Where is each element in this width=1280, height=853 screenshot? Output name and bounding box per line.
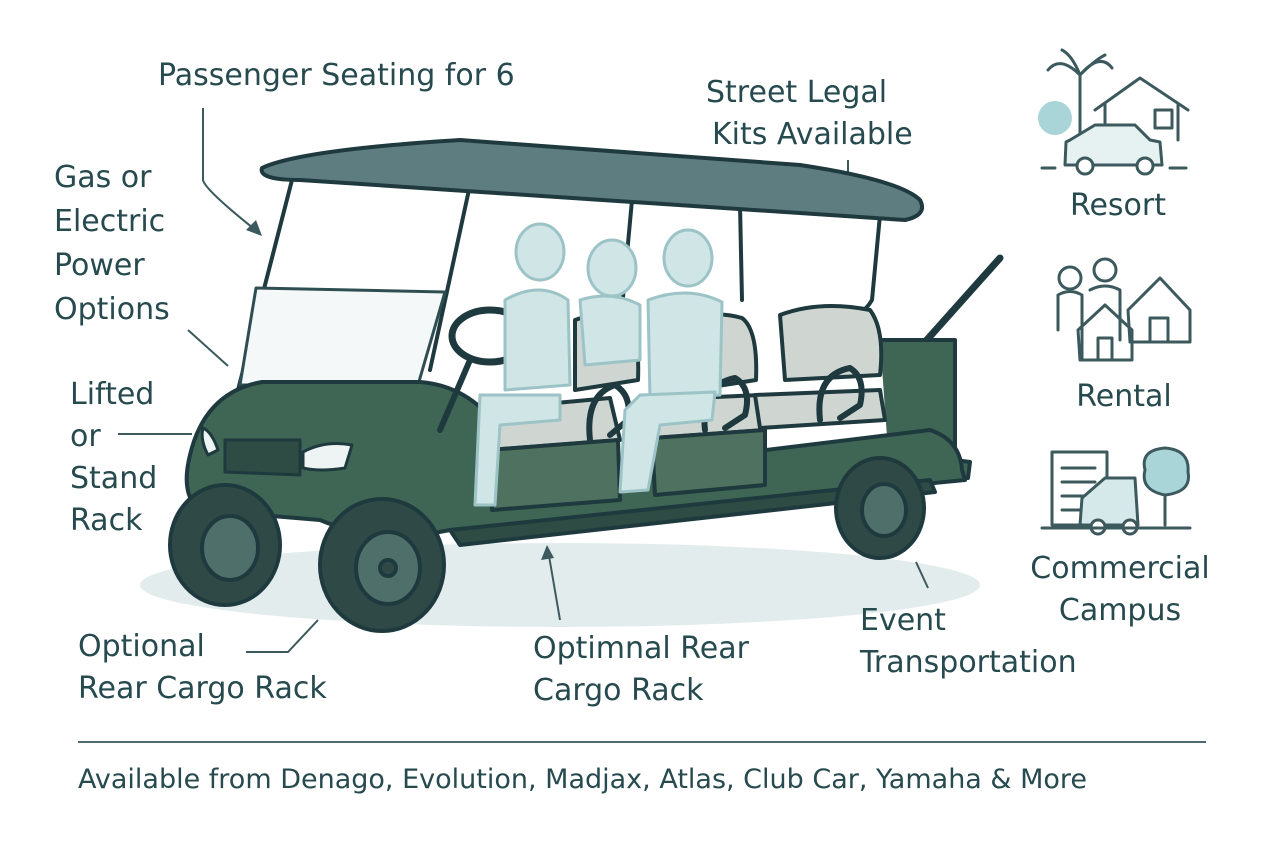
callout-cargo-mid: Optimnal Rear Cargo Rack [533,628,749,712]
leader-cargo-left [246,619,319,653]
callout-cargo-left-line2: Rear Cargo Rack [78,671,327,706]
callout-street-legal: Street Legal Kits Available [706,72,913,156]
callout-event: Event Transportation [860,600,1077,684]
seat-base-front [486,438,622,512]
callout-event-line1: Event [860,603,946,638]
use-commercial-line2: Campus [1058,593,1182,628]
callout-cargo-left-line1: Optional [78,629,205,664]
passengers [473,222,724,507]
footer-brands: Available from Denago, Evolution, Madjax… [78,764,1088,795]
callout-lift-line1: Lifted [70,377,155,412]
roof-post-back [843,213,882,316]
callout-power-line3: Power [54,248,145,283]
headlight-right [200,426,220,457]
callout-leaders [118,108,929,653]
windshield [238,286,447,387]
callout-power: Gas or Electric Power Options [54,156,170,332]
front-wheel-left [168,483,282,607]
callout-lift: Lifted or Stand Rack [70,374,157,542]
callout-cargo-mid-line1: Optimnal Rear [533,631,749,666]
callout-seating: Passenger Seating for 6 [158,55,515,97]
use-resort-label: Resort [1048,185,1188,227]
roof-post-front-2 [428,183,472,372]
leader-seating [202,108,259,233]
callout-lift-line3: Stand [70,461,158,496]
passenger-middle [578,238,642,367]
callout-cargo-mid-line2: Cargo Rack [533,673,704,708]
roof-post-rear [738,203,744,302]
rear-seat-back [778,304,884,382]
callout-lift-line2: or [70,419,101,454]
passenger-driver [473,222,572,507]
callout-power-line2: Electric [54,204,166,239]
steering-column [437,357,473,433]
callout-lift-line4: Rack [70,503,143,538]
callout-seating-text: Passenger Seating for 6 [158,58,515,93]
use-rental-label: Rental [1054,376,1194,418]
use-resort-text: Resort [1069,188,1167,223]
running-board [448,478,937,547]
resort-icon [1038,48,1190,176]
rental-icon [1056,257,1192,362]
cart-roof [259,138,925,222]
use-commercial-line1: Commercial [1030,551,1210,586]
rear-wheel [834,456,926,560]
headlight-left [301,442,354,472]
callout-event-line2: Transportation [860,645,1077,680]
seat-base-middle [650,428,767,497]
leader-power [187,329,229,367]
passenger-front [618,228,724,494]
commercial-campus-icon [1040,446,1192,536]
callout-power-line4: Options [54,292,170,327]
leader-cargo-mid [547,549,561,621]
front-grille [223,438,302,477]
arrowhead-cargo-mid [541,545,554,560]
use-rental-text: Rental [1076,379,1172,414]
footer-divider [78,741,1206,743]
callout-power-line1: Gas or [54,160,152,195]
callout-street-legal-line2: Kits Available [712,117,913,152]
grab-handle-rear [816,365,865,423]
front-wheel-right [318,497,446,633]
use-commercial-label: Commercial Campus [1010,548,1230,632]
callout-cargo-left: Optional Rear Cargo Rack [78,626,327,710]
leader-event [915,561,929,589]
arrowhead-seating [246,220,262,236]
callout-street-legal-line1: Street Legal [706,75,888,110]
